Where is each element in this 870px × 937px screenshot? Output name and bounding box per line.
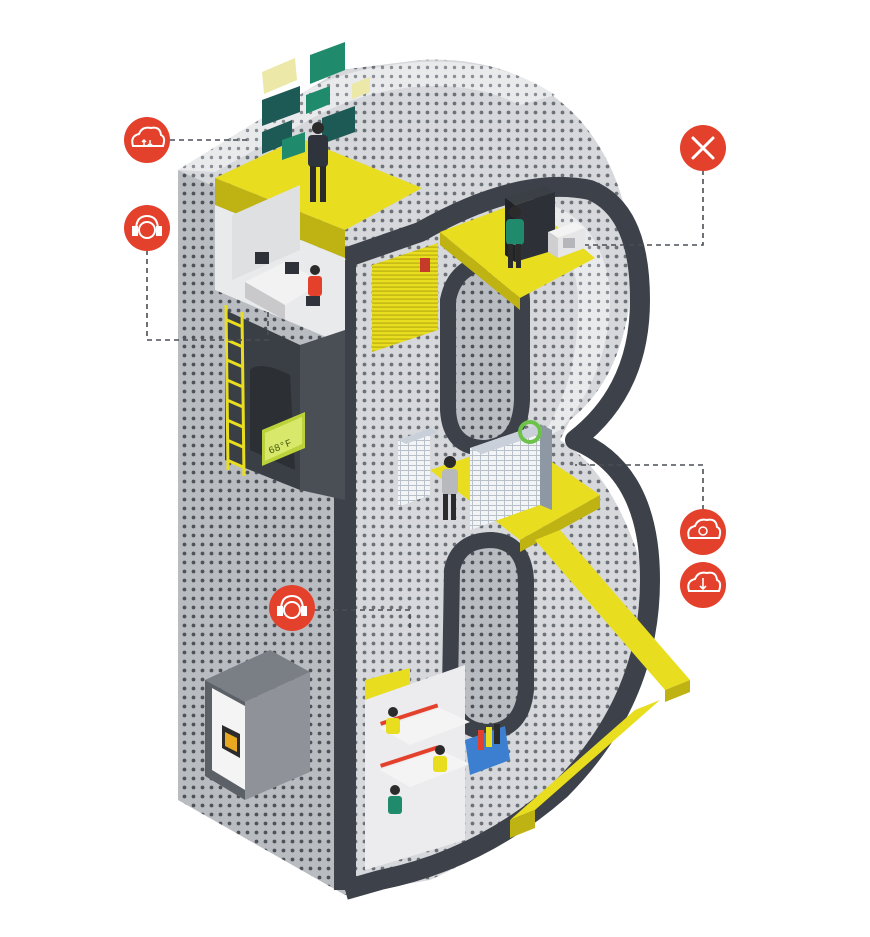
lower-left-yellow-floor — [365, 668, 410, 705]
yellow-staircase — [510, 530, 690, 838]
lower-counter-hole — [441, 531, 534, 741]
tools-icon — [691, 136, 715, 160]
middle-server-cabinets — [398, 424, 552, 530]
standing-worker-middle — [442, 456, 458, 520]
standing-worker-green-shirt — [506, 206, 524, 268]
standing-worker-top — [308, 122, 328, 202]
microwave-box — [548, 222, 585, 258]
cloud-sync-badge[interactable] — [124, 117, 170, 163]
floating-app-panels — [262, 42, 370, 160]
seated-worker-left-room — [306, 265, 322, 306]
support-headset-badge-upper[interactable] — [124, 205, 170, 251]
cloud-download-badge[interactable] — [680, 562, 726, 608]
cloud-download-icon — [687, 571, 722, 592]
lower-office-workers — [386, 707, 447, 814]
dashed-connectors — [146, 139, 704, 630]
lower-office-desks — [379, 703, 470, 787]
yellow-vent-unit — [372, 243, 438, 352]
support-headset-badge-lower[interactable] — [269, 585, 315, 631]
thermostat-panel: 68°F — [262, 412, 305, 466]
support-headset-icon — [132, 214, 162, 239]
support-headset-icon — [277, 594, 307, 619]
yellow-ladder — [224, 304, 246, 477]
cloud-sync-icon — [131, 126, 166, 147]
network-port-plate — [205, 650, 310, 800]
green-refresh-emblem — [518, 420, 542, 444]
left-room-desk — [245, 252, 322, 320]
tools-badge[interactable] — [680, 125, 726, 171]
cloud-refresh-icon — [687, 518, 722, 539]
cloud-refresh-badge[interactable] — [680, 509, 726, 555]
bookshelf-with-binders — [465, 724, 510, 775]
